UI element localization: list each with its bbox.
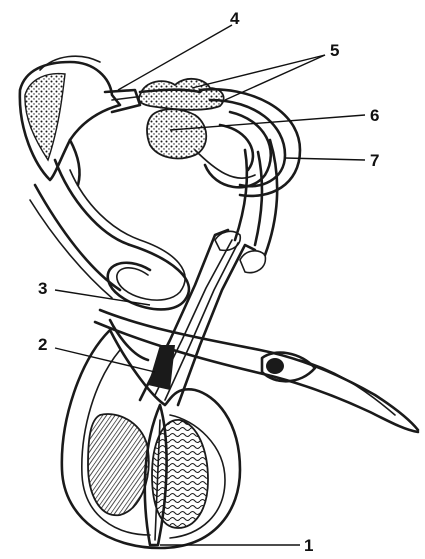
label-4: 4	[230, 9, 240, 28]
coiled-loop	[30, 160, 189, 309]
leader-7	[285, 158, 365, 160]
label-6: 6	[370, 106, 379, 125]
gland-six	[147, 109, 206, 158]
central-duct	[110, 230, 255, 405]
leader-5a	[192, 55, 325, 88]
leader-4	[118, 25, 232, 90]
leader-5b	[225, 55, 325, 100]
dark-region	[148, 345, 175, 390]
leader-3	[55, 290, 150, 305]
label-7: 7	[370, 151, 379, 170]
label-2: 2	[38, 335, 47, 354]
label-3: 3	[38, 279, 47, 298]
upper-gland	[20, 56, 120, 185]
label-5: 5	[330, 41, 339, 60]
label-1: 1	[304, 536, 313, 555]
left-lobe	[88, 414, 149, 515]
leader-2	[55, 348, 155, 372]
vas-tail	[95, 310, 418, 432]
right-lobe	[152, 420, 208, 528]
